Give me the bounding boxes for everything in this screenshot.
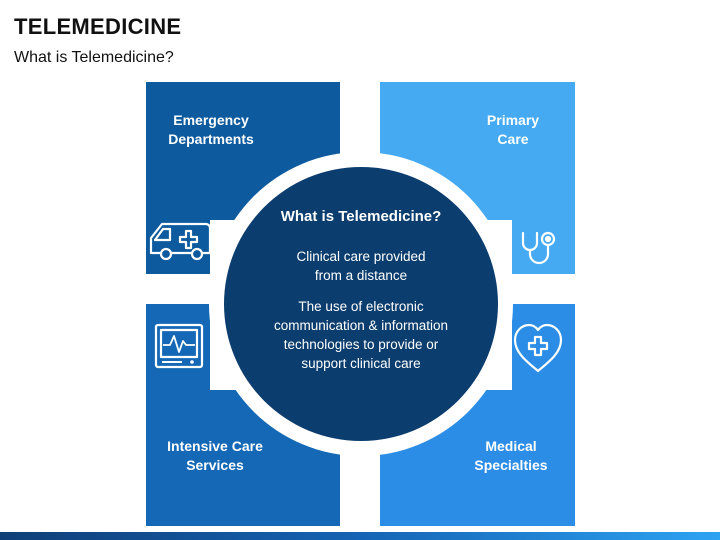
quadrant-emergency [146,82,340,274]
label-line: Departments [168,131,254,147]
center-circle [224,167,498,441]
center-definition-1: Clinical care provided from a distance [236,247,486,285]
center-line: from a distance [314,268,408,283]
stethoscope-icon [521,231,556,265]
label-primary-care: Primary Care [438,111,588,149]
label-emergency-departments: Emergency Departments [136,111,286,149]
label-intensive-care-services: Intensive Care Services [140,437,290,475]
heart-cross-icon [513,323,563,373]
page-subtitle: What is Telemedicine? [14,49,174,66]
center-line: The use of electronic [298,299,424,314]
ambulance-icon [149,222,212,261]
label-line: Medical [485,438,537,454]
heart-monitor-icon [154,323,204,369]
label-line: Primary [486,112,540,128]
center-content: What is Telemedicine? Clinical care prov… [236,196,486,373]
center-line: support clinical care [301,356,421,371]
label-line: Services [186,457,244,473]
label-line: Care [497,131,529,147]
page-title: TELEMEDICINE [14,14,182,39]
quadrant-primary-care [380,82,575,274]
center-line: technologies to provide or [283,337,439,352]
center-line: Clinical care provided [296,249,426,264]
label-line: Intensive Care [167,438,263,454]
label-line: Emergency [173,112,249,128]
center-heading: What is Telemedicine? [280,208,442,225]
quadrant-intensive-care [146,304,340,526]
center-definition-2: The use of electronic communication & in… [236,297,486,373]
center-line: communication & information [273,318,449,333]
bottom-accent-bar [0,532,720,540]
label-medical-specialties: Medical Specialties [436,437,586,475]
label-line: Specialties [474,457,548,473]
